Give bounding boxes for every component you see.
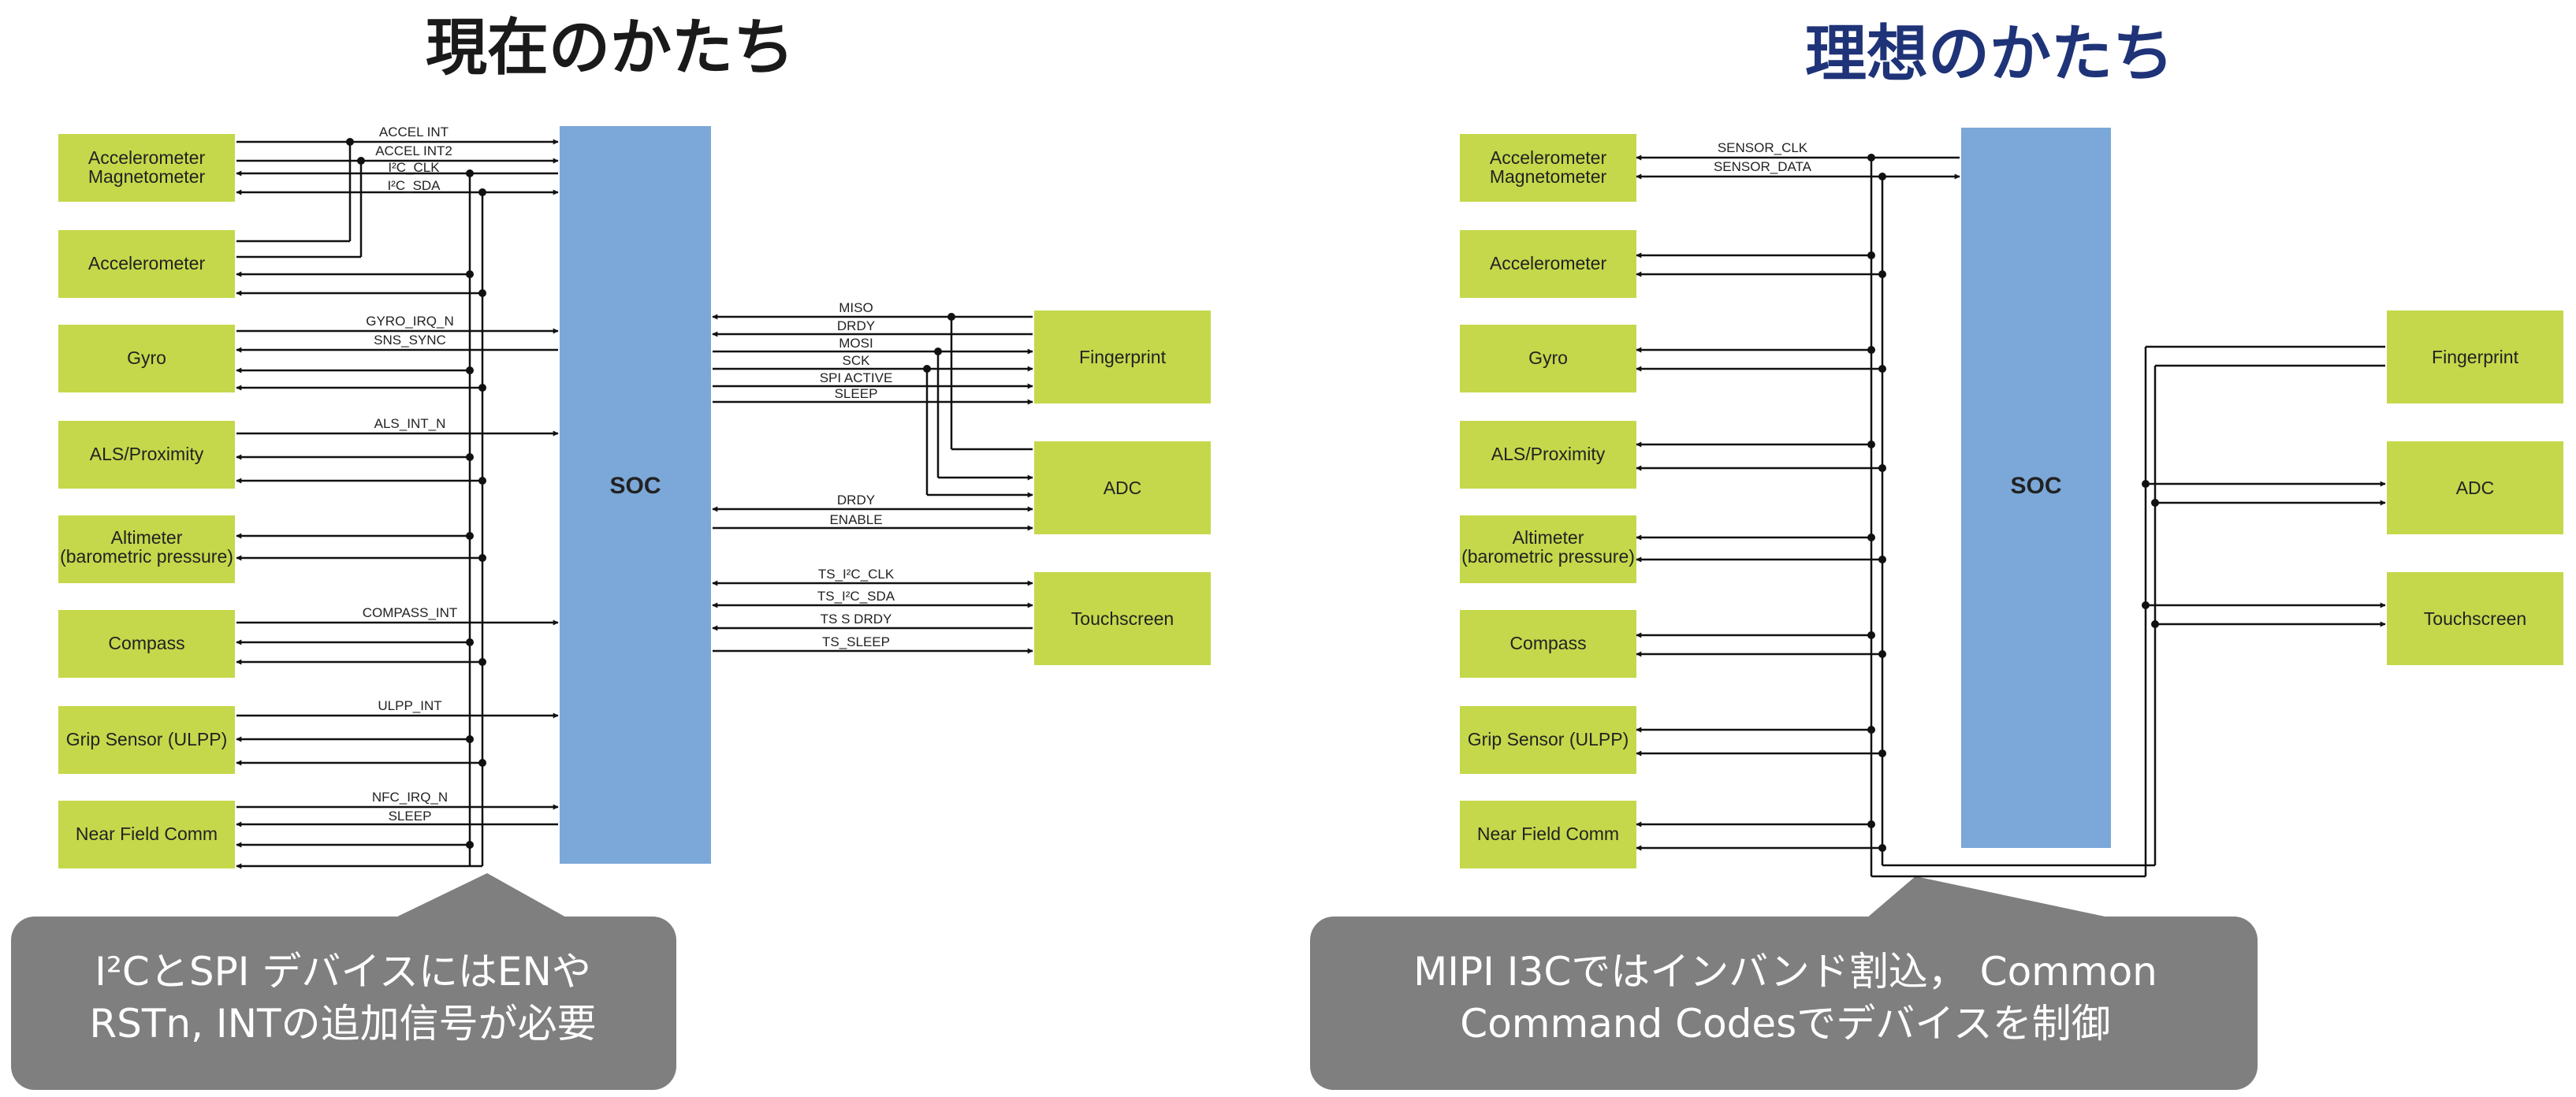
left-junctions [346, 138, 955, 849]
device-label: Altimeter [111, 527, 183, 548]
device-label: Gyro [1528, 348, 1568, 368]
left-diagram [236, 139, 1033, 869]
signal-label: DRDY [837, 318, 875, 333]
device-label-line: (barometric pressure) [1461, 546, 1635, 567]
right-signal-labels: SENSOR_CLK SENSOR_DATA [1714, 140, 1812, 174]
signal-label: I²C_SDA [387, 178, 441, 193]
signal-label: ENABLE [829, 512, 882, 527]
signal-label: TS_I²C_CLK [818, 567, 895, 582]
signal-label: SCK [843, 353, 871, 368]
callout-left-text-line-1: I²CとSPI デバイスにはENや [95, 949, 591, 995]
ideal-form-title: 理想のかたち [1805, 19, 2175, 90]
signal-label: SPI ACTIVE [820, 370, 893, 385]
peripheral-label: Touchscreen [2424, 608, 2526, 629]
right-junctions [1867, 154, 2159, 852]
device-label: Near Field Comm [76, 824, 218, 844]
left-device-blocks [58, 134, 1211, 868]
signal-label: SNS_SYNC [374, 333, 446, 348]
device-label: Accelerometer [1490, 253, 1607, 273]
signal-label: SLEEP [835, 386, 878, 401]
signal-label: NFC_IRQ_N [372, 790, 448, 805]
device-label: Accelerometer [1490, 147, 1607, 168]
signal-label: COMPASS_INT [363, 605, 458, 620]
soc-label-right: SOC [2010, 473, 2061, 499]
signal-label: TS_I²C_SDA [817, 589, 895, 604]
device-label: Accelerometer [88, 253, 206, 273]
callout-right-text-line-1: MIPI I3Cではインバンド割込， Common [1413, 949, 2157, 995]
soc-block-left [560, 126, 711, 864]
signal-label: MISO [839, 300, 873, 315]
signal-label: SENSOR_DATA [1714, 159, 1812, 174]
current-form-title: 現在のかたち [426, 13, 795, 84]
soc-label-left: SOC [609, 473, 661, 499]
device-label: Grip Sensor (ULPP) [66, 729, 228, 749]
device-label-line: Magnetometer [88, 166, 206, 187]
device-label-line: (barometric pressure) [60, 546, 233, 567]
peripheral-label: Fingerprint [2432, 347, 2519, 367]
device-label: Accelerometer [88, 147, 206, 168]
device-label: Grip Sensor (ULPP) [1468, 729, 1629, 749]
right-diagram [1636, 154, 2386, 878]
device-label: ALS/Proximity [1491, 444, 1606, 464]
soc-block-right [1961, 128, 2111, 848]
device-label: Gyro [127, 348, 166, 368]
callout-left [11, 873, 676, 1090]
signal-label: SENSOR_CLK [1718, 140, 1808, 155]
callout-right-text-line-2: Command Codesでデバイスを制御 [1460, 1001, 2111, 1047]
signal-label: TS_SLEEP [822, 634, 890, 649]
device-label-line: Magnetometer [1490, 166, 1607, 187]
callout-left-text-line-2: RSTn, INTの追加信号が必要 [89, 1001, 597, 1047]
signal-label: MOSI [839, 336, 873, 351]
device-label: Compass [1509, 633, 1586, 653]
left-signal-labels: ACCEL INT ACCEL INT2 I²C_CLK I²C_SDA GYR… [363, 125, 895, 824]
signal-label: TS S DRDY [821, 612, 892, 627]
signal-label: ACCEL INT2 [375, 143, 452, 158]
peripheral-label: ADC [1104, 478, 1142, 498]
peripheral-label: Touchscreen [1071, 608, 1174, 629]
device-label: ALS/Proximity [90, 444, 204, 464]
signal-label: GYRO_IRQ_N [366, 314, 453, 329]
signal-label: DRDY [837, 493, 875, 508]
svg-text:Altimeter(barometric pressure): Altimeter(barometric pressure) [1461, 527, 1635, 567]
device-label: Near Field Comm [1477, 824, 1619, 844]
device-label: Compass [108, 633, 184, 653]
signal-label: ALS_INT_N [374, 416, 446, 431]
callout-left-text: I²CとSPI デバイスにはENや RSTn, INTの追加信号が必要 [16, 946, 670, 1050]
right-device-blocks [1460, 134, 2563, 868]
svg-text:Altimeter(barometric pressure): Altimeter(barometric pressure) [60, 527, 233, 567]
signal-label: ULPP_INT [378, 698, 441, 713]
peripheral-label: Fingerprint [1079, 347, 1167, 367]
signal-label: SLEEP [389, 809, 432, 824]
callout-right [1310, 876, 2258, 1090]
peripheral-label: ADC [2456, 478, 2495, 498]
signal-label: ACCEL INT [379, 125, 449, 139]
signal-label: I²C_CLK [388, 160, 440, 175]
device-label: Altimeter [1513, 527, 1584, 548]
